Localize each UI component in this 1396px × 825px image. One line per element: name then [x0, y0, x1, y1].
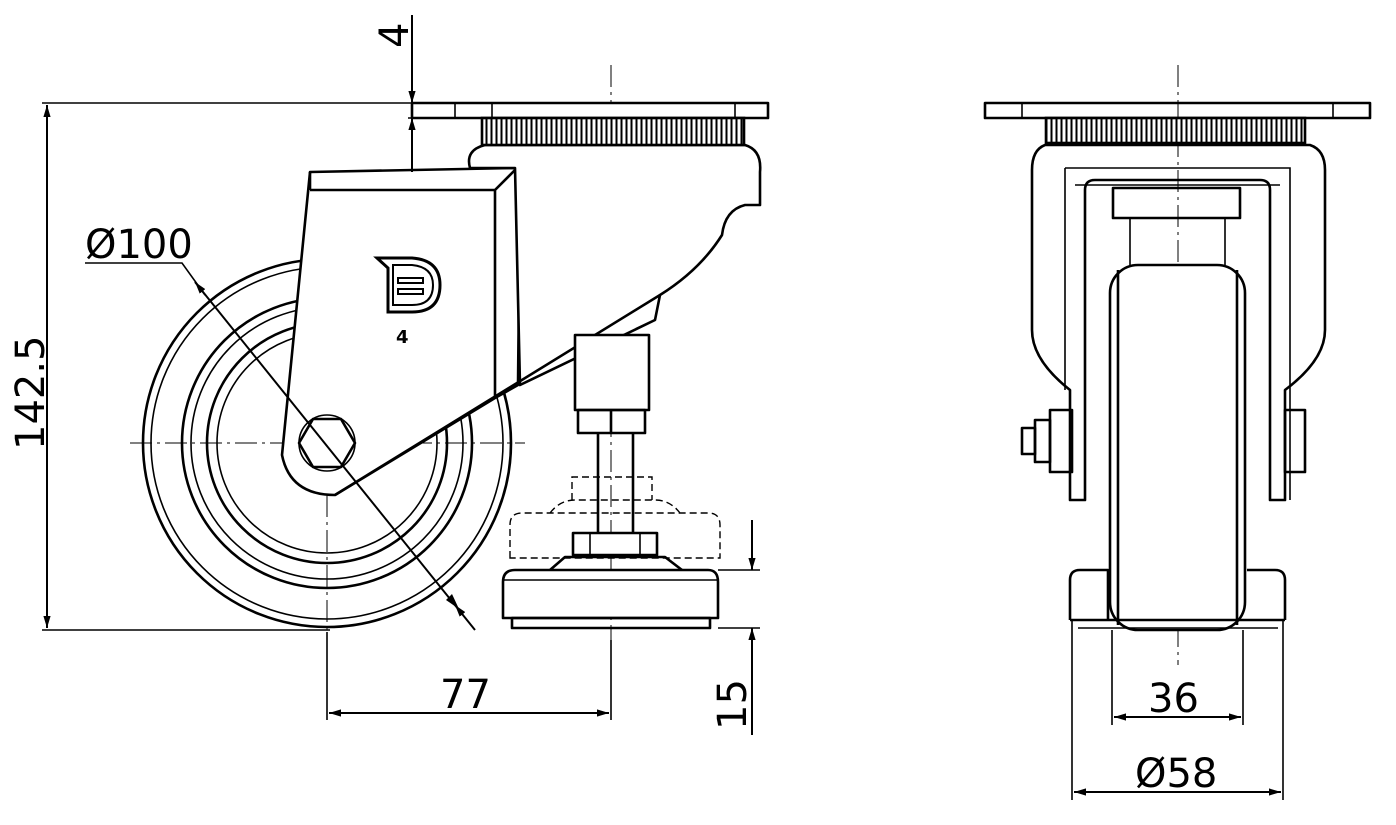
dimension-total-height: 142.5 [8, 102, 455, 631]
dim-plate-offset-label: 4 [372, 23, 418, 48]
kingpin-block [1111, 186, 1242, 220]
knurled-bearing-ring [480, 116, 746, 147]
dimension-plate-offset: 4 [372, 15, 480, 172]
dimension-foot-height: 15 [710, 520, 760, 735]
dimension-foot-diameter: Ø58 [1071, 620, 1284, 800]
front-leveling-foot [1068, 568, 1287, 622]
dim-total-height-label: 142.5 [8, 335, 54, 450]
brand-logo: 4 [373, 256, 442, 348]
dim-foot-diameter-label: Ø58 [1135, 751, 1217, 797]
front-knurled-ring [1044, 116, 1307, 145]
dim-wheel-diameter-label: Ø100 [85, 222, 193, 268]
front-view: 36 Ø58 [983, 65, 1372, 800]
leveling-foot [501, 333, 721, 630]
logo-label: 4 [396, 327, 409, 348]
dimension-wheel-width: 36 [1111, 630, 1244, 725]
axle-nut-right [1283, 408, 1307, 474]
dim-wheel-width-label: 36 [1148, 676, 1199, 722]
fork-diagonal [334, 293, 661, 497]
front-wheel [1108, 263, 1247, 632]
fork-edge [308, 169, 516, 398]
dim-foot-height-label: 15 [710, 679, 756, 730]
swivel-housing [467, 143, 762, 387]
dim-offset-label: 77 [440, 672, 491, 718]
axle-hex-nut [297, 417, 357, 469]
side-view: 4 142.5 4 Ø100 77 [8, 15, 770, 735]
top-plate [410, 101, 770, 120]
front-fork [1030, 143, 1327, 502]
dimension-offset: 77 [326, 632, 612, 720]
dimension-wheel-diameter: Ø100 [85, 222, 476, 631]
